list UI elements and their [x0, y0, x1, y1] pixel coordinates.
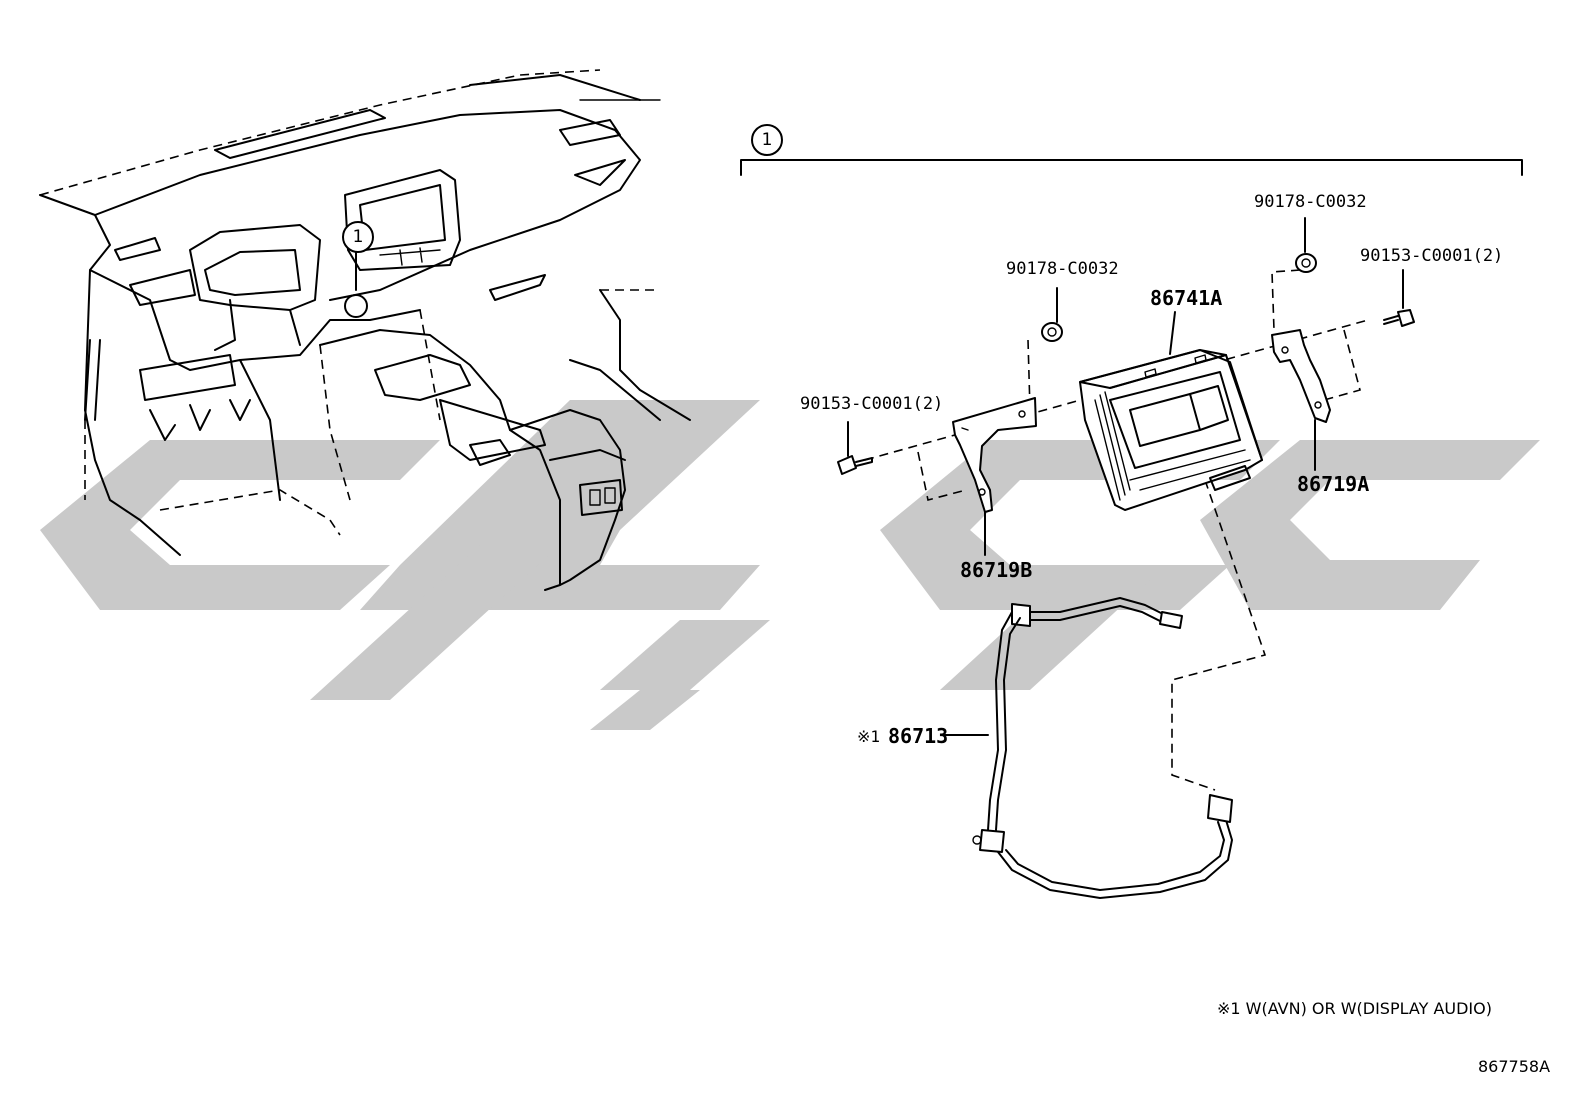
wire-footnote-marker: ※1 [857, 727, 881, 746]
part-label-nut-right[interactable]: 90178-C0032 [1254, 192, 1367, 212]
dashboard-illustration [39, 69, 691, 591]
part-label-bolt-left[interactable]: 90153-C0001(2) [800, 394, 944, 414]
footnote: ※1 W(AVN) OR W(DISPLAY AUDIO) [1217, 999, 1492, 1018]
dash-location-callout: 1 [342, 221, 374, 253]
exploded-parts [837, 217, 1415, 899]
assembly-bracket [740, 159, 1523, 176]
part-label-bracket-right[interactable]: 86719A [1297, 472, 1370, 496]
part-label-head-unit[interactable]: 86741A [1150, 286, 1223, 310]
diagram-id: 867758A [1478, 1057, 1551, 1076]
part-label-wire[interactable]: 86713 [888, 724, 949, 748]
assembly-callout: 1 [751, 124, 783, 156]
part-label-bolt-right[interactable]: 90153-C0001(2) [1360, 246, 1504, 266]
part-label-bracket-left[interactable]: 86719B [960, 558, 1033, 582]
part-label-nut-left[interactable]: 90178-C0032 [1006, 259, 1119, 279]
